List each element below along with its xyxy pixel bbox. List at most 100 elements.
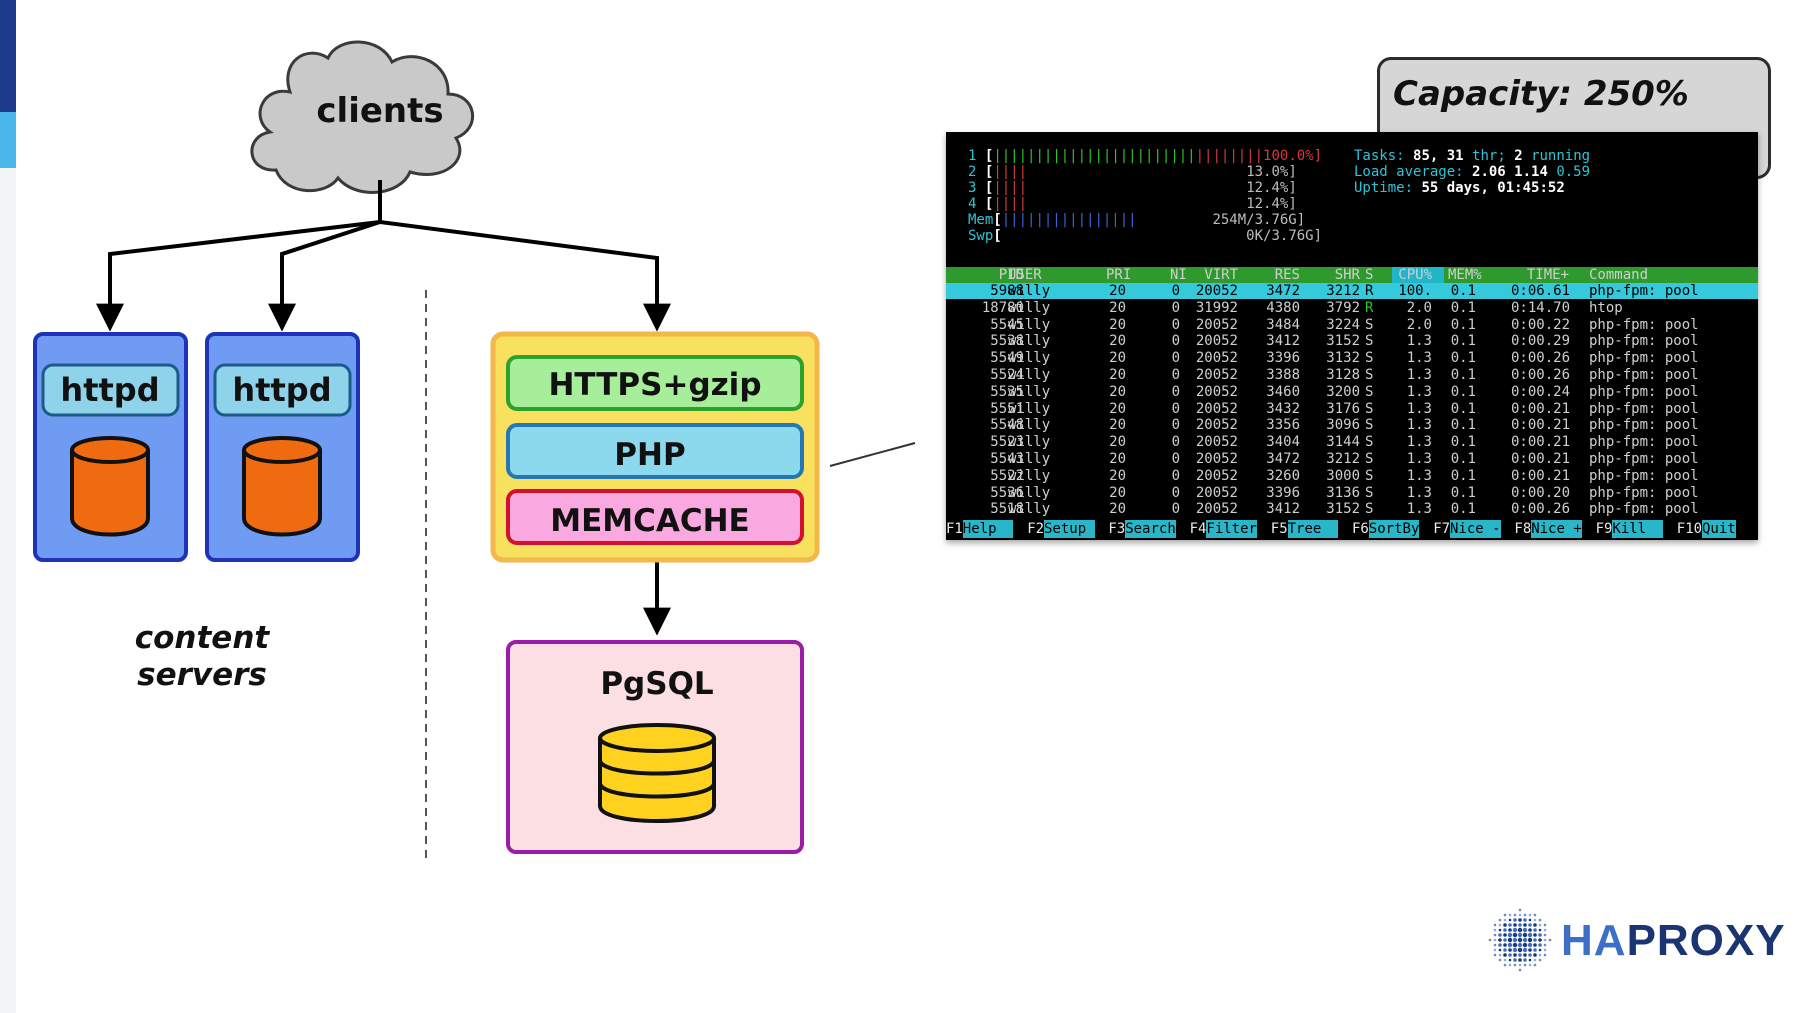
logo-dot — [1523, 958, 1527, 962]
mem-bar: |||||||||||||||| — [1001, 212, 1137, 228]
function-key-label: Nice - — [1450, 520, 1501, 538]
logo-dot — [1513, 918, 1517, 922]
table-cell-cpu: 1.3 — [1406, 501, 1432, 518]
logo-dot — [1503, 938, 1507, 942]
httpd-server-2: httpd — [205, 332, 360, 562]
function-key: F2 — [1027, 521, 1045, 537]
logo-dot — [1518, 918, 1522, 922]
swp-value: 0K/3.76G] — [1246, 228, 1323, 244]
table-cell-shr: 3152 — [1326, 501, 1360, 518]
table-cell-user: willy — [1008, 467, 1051, 484]
column-header: Command — [1589, 267, 1649, 283]
cpu-meter-1: 1 [||||||||||||||||||||||||||||||||100.0… — [968, 148, 1323, 164]
table-cell-time: 0:00.22 — [1511, 316, 1571, 333]
table-cell-res: 3404 — [1266, 434, 1300, 451]
table-cell-res: 3460 — [1266, 383, 1300, 400]
table-cell-user: willy — [1008, 417, 1051, 434]
httpd-label: httpd — [60, 371, 159, 409]
slide-edge-accent-dark — [0, 0, 16, 112]
logo-dot — [1498, 958, 1502, 962]
table-cell-user: willy — [1008, 350, 1051, 367]
https-gzip-layer — [506, 355, 804, 411]
table-cell-cpu: 1.3 — [1406, 333, 1432, 350]
logo-dot — [1503, 918, 1507, 922]
table-cell-cpu: 2.0 — [1406, 299, 1432, 316]
table-cell-pri: 20 — [1109, 451, 1126, 467]
htop-terminal: 1 [||||||||||||||||||||||||||||||||100.0… — [946, 132, 1758, 540]
logo-dot — [1518, 923, 1522, 927]
table-cell-pri: 20 — [1109, 417, 1126, 434]
table-cell-virt: 20052 — [1195, 283, 1238, 299]
logo-dot — [1488, 938, 1492, 942]
logo-dot — [1522, 932, 1528, 938]
function-key: F4 — [1189, 521, 1207, 537]
logo-dot — [1528, 923, 1532, 927]
meter-num: 3 — [968, 180, 977, 196]
logo-dot — [1498, 948, 1502, 952]
table-cell-s: S — [1365, 383, 1374, 400]
table-cell-ni: 0 — [1171, 434, 1180, 451]
function-key: F9 — [1595, 521, 1613, 537]
logo-dot — [1523, 953, 1527, 957]
table-cell-s: S — [1365, 400, 1374, 417]
table-cell-pid: 5523 — [990, 434, 1024, 451]
table-cell-cpu: 100. — [1398, 283, 1432, 299]
function-key: F5 — [1270, 521, 1288, 537]
table-cell-user: willy — [1008, 333, 1051, 350]
table-cell-ni: 0 — [1171, 333, 1180, 350]
logo-dot — [1528, 948, 1532, 952]
table-cell-user: willy — [1008, 484, 1051, 501]
table-cell-cpu: 1.3 — [1406, 467, 1432, 484]
table-cell-cmd: php-fpm: pool — [1589, 434, 1699, 451]
logo-dot — [1527, 942, 1533, 948]
table-cell-time: 0:06.61 — [1511, 283, 1571, 299]
logo-dot — [1527, 937, 1533, 943]
table-cell-time: 0:00.21 — [1511, 467, 1571, 484]
column-header: SHR — [1334, 267, 1360, 283]
table-cell-res: 3472 — [1266, 451, 1300, 467]
meter-num: 2 — [968, 164, 977, 180]
logo-dot — [1503, 963, 1507, 967]
table-cell-cpu: 1.3 — [1406, 434, 1432, 451]
table-cell-user: willy — [1008, 400, 1051, 417]
logo-dot — [1503, 958, 1507, 962]
table-cell-pri: 20 — [1109, 383, 1126, 400]
table-cell-time: 0:00.20 — [1511, 484, 1571, 501]
logo-dot — [1517, 937, 1523, 943]
table-cell-res: 4380 — [1266, 299, 1300, 316]
table-cell-virt: 20052 — [1195, 350, 1238, 367]
logo-dot — [1538, 958, 1542, 962]
table-cell-time: 0:00.21 — [1511, 417, 1571, 434]
pgsql-label: PgSQL — [600, 666, 713, 702]
uptime-label: Uptime: — [1354, 180, 1414, 196]
table-cell-ni: 0 — [1171, 383, 1180, 400]
logo-dot — [1543, 938, 1547, 942]
haproxy-logo-text: HAPROXY — [1561, 916, 1786, 966]
table-cell-cmd: php-fpm: pool — [1589, 316, 1699, 333]
logo-dot — [1498, 953, 1502, 957]
function-key-label: Search — [1125, 520, 1176, 538]
column-header: TIME+ — [1526, 267, 1569, 283]
table-cell-cpu: 2.0 — [1406, 316, 1432, 333]
logo-dot — [1493, 928, 1497, 932]
table-cell-pid: 5538 — [990, 333, 1024, 350]
table-cell-pri: 20 — [1109, 484, 1126, 501]
table-cell-user: willy — [1008, 316, 1051, 333]
table-cell-cpu: 1.3 — [1406, 417, 1432, 434]
logo-dot — [1503, 948, 1507, 952]
table-cell-shr: 3212 — [1326, 451, 1360, 467]
table-cell-virt: 20052 — [1195, 417, 1238, 434]
logo-dot — [1528, 928, 1532, 932]
logo-dot — [1518, 968, 1522, 972]
table-cell-ni: 0 — [1171, 299, 1180, 316]
meter-value: 12.4%] — [1246, 180, 1297, 196]
tasks-label: Tasks: — [1354, 148, 1405, 164]
meter-num: 1 — [968, 148, 977, 164]
table-cell-user: willy — [1008, 501, 1051, 518]
table-cell-s: S — [1365, 350, 1374, 367]
connectors — [96, 180, 671, 636]
table-cell-res: 3484 — [1266, 316, 1300, 333]
table-cell-s: S — [1365, 316, 1374, 333]
table-cell-pid: 5522 — [990, 467, 1024, 484]
table-cell-s: R — [1365, 299, 1374, 316]
